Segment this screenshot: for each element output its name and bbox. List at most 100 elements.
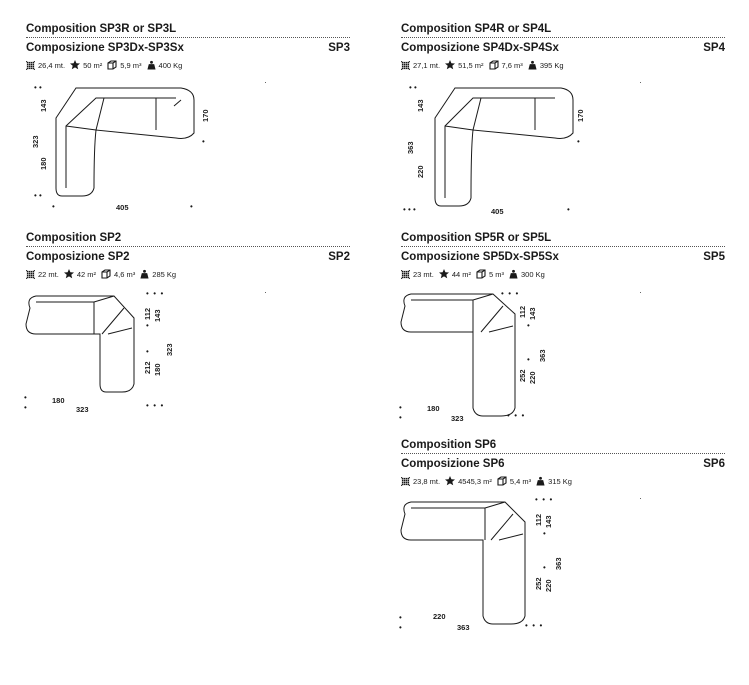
leather-area-icon [445,476,455,486]
sofa-plan-sp5: • • • • • • • • • • 112 143 363 252 220 … [399,289,547,423]
dim-label: 323 [76,405,89,414]
dim-label: 323 [165,343,174,356]
dim-label: 170 [201,109,210,122]
dim-label: 220 [433,612,446,621]
svg-text:• •: • • [34,83,42,92]
spec-row: 22 mt. 42 m² 4,6 m³ 285 Kg [26,269,350,279]
title-it: Composizione SP6 [401,458,505,470]
leather-area-icon [445,60,455,70]
svg-text:• • •: • • • [525,621,542,630]
svg-text:•: • [24,393,27,402]
dim-label: 112 [518,306,527,318]
spec-row: 23 mt. 44 m² 5 m³ 300 Kg [401,269,725,279]
svg-text:•: • [202,137,205,146]
svg-text:• •: • • [34,191,42,200]
svg-text:• • •: • • • [146,289,163,298]
print-speck [265,82,266,83]
dim-label: 180 [153,363,162,376]
spec-row: 26,4 mt. 50 m² 5,9 m³ 400 Kg [26,60,350,70]
svg-text:• • •: • • • [501,289,518,298]
title-it: Composizione SP2 [26,251,130,263]
svg-text:•: • [543,529,546,538]
code: SP4 [703,42,725,54]
spec-row: 23,8 mt. 4545,3 m² 5,4 m³ 315 Kg [401,476,725,486]
dim-label: 363 [554,557,563,570]
svg-text:•: • [577,137,580,146]
print-speck [640,82,641,83]
svg-text:•: • [399,623,402,632]
svg-text:• • •: • • • [403,205,416,214]
composition-sp5: Composition SP5R or SP5L Composizione SP… [401,231,725,279]
leather-area-icon [439,269,449,279]
spec-row: 27,1 mt. 51,5 m² 7,6 m³ 395 Kg [401,60,725,70]
code: SP5 [703,251,725,263]
svg-text:•: • [399,403,402,412]
leather-area-icon [70,60,80,70]
dim-label: 252 [518,369,527,382]
leather-area-icon [64,269,74,279]
title-en: Composition SP5R or SP5L [401,231,725,247]
svg-text:•: • [399,413,402,422]
code: SP3 [328,42,350,54]
svg-text:•: • [399,613,402,622]
svg-text:•: • [567,205,570,214]
package-volume-icon [476,269,486,279]
svg-text:•: • [24,403,27,412]
dim-label: 363 [538,349,547,362]
dim-label: 220 [416,165,425,178]
code: SP6 [703,458,725,470]
dim-label: 220 [528,371,537,384]
svg-text:•: • [146,347,149,356]
svg-text:•: • [52,202,55,211]
title-it: Composizione SP4Dx-SP4Sx [401,42,559,54]
dim-label: 112 [534,514,543,526]
dim-label: 220 [544,579,553,592]
dim-label: 180 [427,404,440,413]
dim-label: 112 [143,308,152,320]
dim-label: 405 [116,203,129,212]
package-volume-icon [497,476,507,486]
svg-text:•: • [543,563,546,572]
sofa-plan-sp3: • • • • • • • 143 323 180 170 405 [31,83,210,212]
weight-icon [528,60,537,70]
dim-label: 363 [406,141,415,154]
dim-label: 252 [534,577,543,590]
fabric-length-icon [401,61,410,70]
weight-icon [536,476,545,486]
weight-icon [147,60,156,70]
print-speck [265,292,266,293]
fabric-length-icon [401,477,410,486]
dim-label: 363 [457,623,470,632]
svg-text:•: • [527,321,530,330]
title-it: Composizione SP3Dx-SP3Sx [26,42,184,54]
dim-label: 323 [31,135,40,148]
dim-label: 170 [576,109,585,122]
dim-label: 143 [528,307,537,320]
dim-label: 180 [52,396,65,405]
composition-sp4: Composition SP4R or SP4L Composizione SP… [401,22,725,70]
package-volume-icon [107,60,117,70]
fabric-length-icon [26,61,35,70]
svg-text:• • •: • • • [507,411,524,420]
dim-label: 143 [416,99,425,112]
sofa-plan-sp2: • • • • • • • • • • 112 143 323 212 180 … [24,289,174,414]
svg-text:• •: • • [409,83,417,92]
dim-label: 143 [153,309,162,322]
code: SP2 [328,251,350,263]
dim-label: 143 [544,515,553,528]
composition-sp3: Composition SP3R or SP3L Composizione SP… [26,22,350,70]
package-volume-icon [101,269,111,279]
svg-text:• • •: • • • [146,401,163,410]
dim-label: 180 [39,157,48,170]
svg-text:•: • [527,355,530,364]
sofa-plan-sp6: • • • • • • • • • • 112 143 363 252 220 … [399,496,563,632]
dim-label: 405 [491,207,504,216]
weight-icon [509,269,518,279]
fabric-length-icon [401,270,410,279]
title-en: Composition SP4R or SP4L [401,22,725,38]
dim-label: 212 [143,361,152,374]
weight-icon [140,269,149,279]
fabric-length-icon [26,270,35,279]
